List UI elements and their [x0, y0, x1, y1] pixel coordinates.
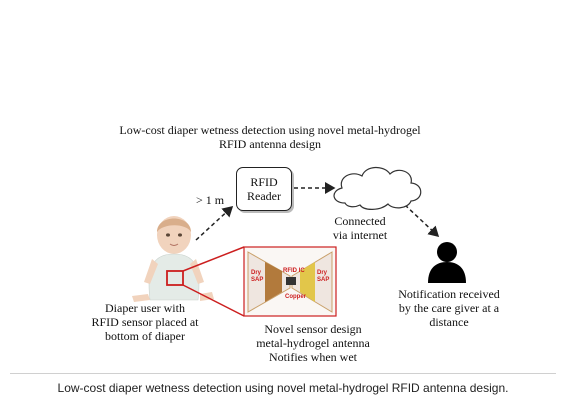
arrow-cloud-to-person	[404, 204, 440, 238]
inset-dry-right-1: Dry	[317, 270, 328, 276]
sensor-line-2: metal-hydrogel antenna	[256, 336, 370, 350]
distance-label: > 1 m	[196, 193, 225, 207]
diagram-title: Low-cost diaper wetness detection using …	[100, 123, 440, 151]
zoom-line-top	[182, 246, 245, 272]
figure-caption: Low-cost diaper wetness detection using …	[57, 381, 509, 395]
sensor-line-1: Novel sensor design	[264, 322, 362, 336]
sensor-design-label: Novel sensor design metal-hydrogel anten…	[238, 322, 388, 364]
title-line-1: Low-cost diaper wetness detection using …	[119, 123, 421, 137]
notif-line-1: Notification received	[398, 287, 500, 301]
sensor-highlight-box	[166, 270, 184, 286]
caption-divider	[10, 373, 556, 374]
baby-photo	[132, 216, 214, 302]
arrow-baby-to-reader	[195, 205, 234, 241]
user-line-2: RFID sensor placed at	[91, 315, 199, 329]
reader-line-2: Reader	[247, 189, 281, 203]
notification-label: Notification received by the care giver …	[385, 287, 513, 329]
title-line-2: RFID antenna design	[219, 137, 321, 151]
person-icon	[428, 242, 466, 283]
connected-line-1: Connected	[334, 214, 386, 228]
inset-dry-left-1: Dry	[251, 270, 262, 276]
antenna-photo: Dry SAP RFID IC Dry SAP Copper	[243, 246, 337, 317]
inset-dry-right-2: SAP	[317, 277, 329, 283]
notif-line-3: distance	[429, 315, 469, 329]
connected-line-2: via internet	[332, 228, 388, 242]
inset-dry-left-2: SAP	[251, 277, 263, 283]
notif-line-2: by the care giver at a	[398, 301, 500, 315]
inset-rfid-ic: RFID IC	[283, 268, 305, 274]
diaper-user-label: Diaper user with RFID sensor placed at b…	[80, 301, 210, 343]
rfid-reader-box: RFID Reader	[236, 167, 292, 211]
inset-copper: Copper	[285, 294, 307, 300]
cloud-icon	[333, 166, 422, 210]
user-line-3: bottom of diaper	[105, 329, 185, 343]
user-line-1: Diaper user with	[105, 301, 185, 315]
connected-label: Connected via internet	[310, 214, 410, 242]
reader-line-1: RFID	[250, 175, 278, 189]
sensor-line-3: Notifies when wet	[269, 350, 357, 364]
zoom-line-bottom	[182, 284, 245, 317]
